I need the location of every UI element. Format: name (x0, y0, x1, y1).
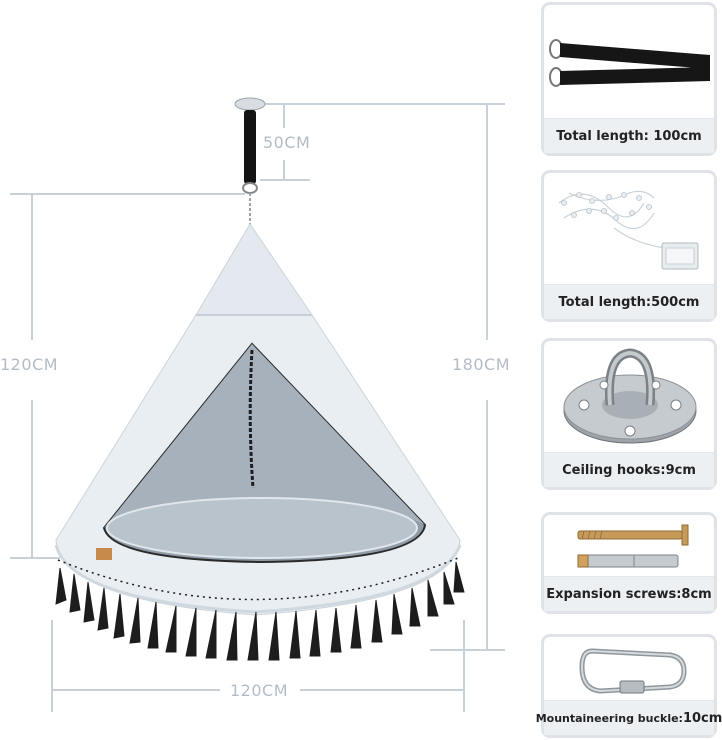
ceiling-mount (234, 97, 266, 226)
strap-length-label: Total length: 100cm (544, 118, 714, 153)
led-string-length-label: Total length:500cm (544, 284, 714, 319)
carabiner-icon (579, 648, 687, 694)
strap-card: Total length: 100cm (541, 2, 717, 156)
carabiner-size-prefix: Mountaineering buckle: (535, 711, 683, 725)
strap-height-label: 50CM (263, 133, 311, 152)
carabiner-size-label: Mountaineering buckle:10cm (536, 700, 722, 735)
carabiner-size-value: 10cm (682, 710, 722, 726)
carabiner-card: Mountaineering buckle:10cm (536, 634, 722, 738)
ceiling-hook-size-label: Ceiling hooks:9cm (544, 452, 714, 487)
ceiling-hook-card: Ceiling hooks:9cm (541, 338, 717, 490)
tent-width-label: 120CM (230, 681, 289, 700)
total-height-label: 180CM (452, 355, 511, 374)
tent-height-label: 120CM (0, 355, 59, 374)
expansion-screw-size-label: Expansion screws:8cm (544, 576, 714, 611)
tent-body (54, 223, 462, 616)
ceiling-hook-icon (563, 348, 697, 444)
led-string-card: Total length:500cm (541, 170, 717, 322)
expansion-screw-icon (577, 524, 689, 568)
dimension-lines (10, 103, 505, 712)
tassel-fringe (55, 557, 465, 661)
expansion-screw-card: Expansion screws:8cm (541, 512, 717, 614)
strap-icon (549, 39, 710, 87)
led-string-lights-icon (558, 190, 699, 270)
